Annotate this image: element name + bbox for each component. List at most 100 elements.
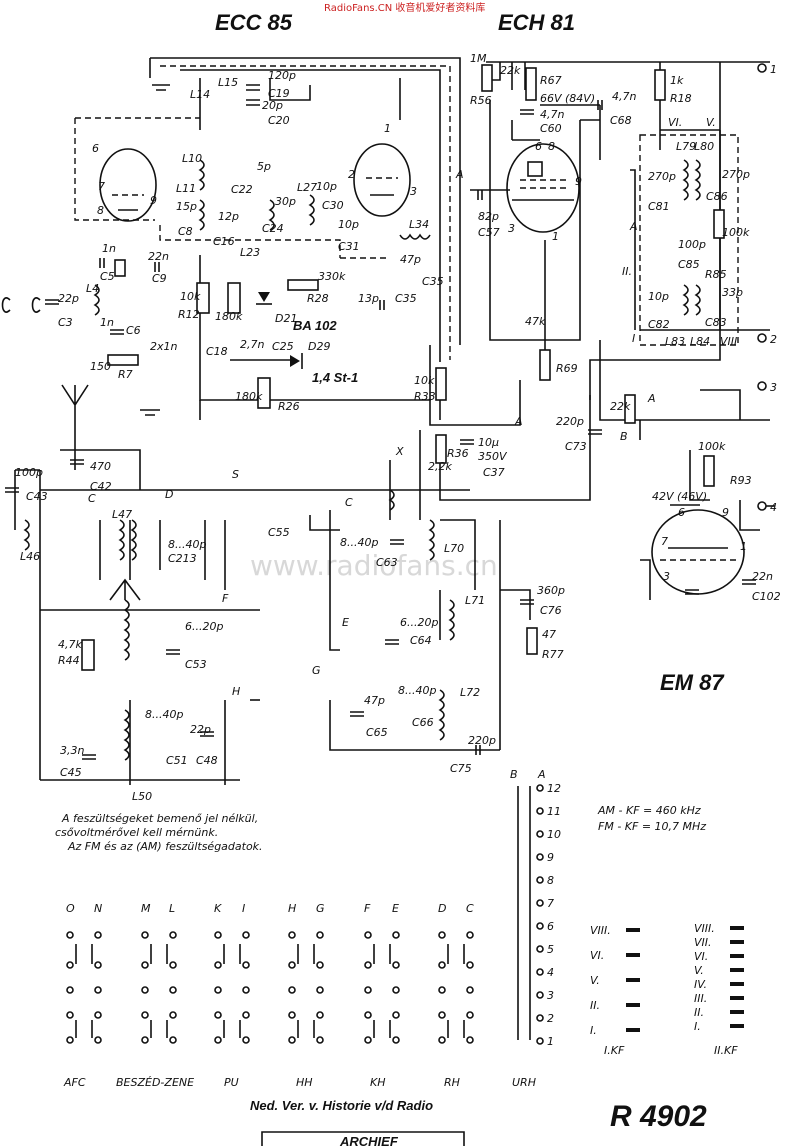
kf-pin xyxy=(730,954,744,958)
kf-pin xyxy=(730,1010,744,1014)
diodes xyxy=(230,292,303,369)
switch-letter: G xyxy=(316,902,325,915)
switch-contact xyxy=(288,931,296,939)
tube-title-ecc85: ECC 85 xyxy=(215,10,293,35)
switch-bar xyxy=(297,944,315,1038)
if-coil-2-markers: VIII.VII.VI.V.IV.III.II.I. xyxy=(694,922,744,1033)
svg-text:B: B xyxy=(510,768,518,781)
svg-text:2,2k: 2,2k xyxy=(428,460,452,473)
kf-pin xyxy=(730,982,744,986)
svg-text:10k: 10k xyxy=(414,374,435,387)
svg-text:100p: 100p xyxy=(678,238,706,251)
switch-letter: N xyxy=(94,902,102,915)
switch-contact xyxy=(242,1011,250,1019)
svg-text:C68: C68 xyxy=(610,114,632,127)
kf-roman: I. xyxy=(590,1024,597,1037)
svg-text:6: 6 xyxy=(678,506,685,519)
kf-pin xyxy=(626,928,640,932)
svg-text:D21: D21 xyxy=(275,312,297,325)
svg-text:5p: 5p xyxy=(257,160,271,173)
svg-text:C55: C55 xyxy=(268,526,290,539)
svg-text:47k: 47k xyxy=(525,315,546,328)
svg-text:C16: C16 xyxy=(213,235,235,248)
svg-text:C45: C45 xyxy=(60,766,82,779)
switch-name: KH xyxy=(370,1076,386,1089)
svg-text:L83: L83 xyxy=(665,335,685,348)
output-terminals: 1 2 3 4 xyxy=(757,63,777,514)
archive-stamp: ARCHIEF xyxy=(339,1134,399,1146)
svg-text:L4: L4 xyxy=(86,282,99,295)
svg-text:1: 1 xyxy=(770,63,777,76)
kf-pin xyxy=(626,1028,640,1032)
svg-text:V.: V. xyxy=(706,116,716,129)
svg-text:H: H xyxy=(232,685,240,698)
svg-text:D29: D29 xyxy=(308,340,330,353)
switch-contact xyxy=(242,1036,250,1044)
switch-contact xyxy=(392,986,400,994)
urh-number: 1 xyxy=(547,1035,554,1048)
svg-text:47p: 47p xyxy=(400,253,421,266)
svg-text:360p: 360p xyxy=(537,584,565,597)
svg-text:350V: 350V xyxy=(478,450,508,463)
urh-contact xyxy=(536,1037,544,1045)
svg-text:42V (46V): 42V (46V) xyxy=(652,490,707,503)
switch-contact xyxy=(169,961,177,969)
svg-text:120p: 120p xyxy=(268,69,296,82)
kf-roman: V. xyxy=(590,974,600,987)
urh-number: 5 xyxy=(547,943,554,956)
tube-ecc85-right: 1 2 3 xyxy=(348,122,417,217)
svg-text:6: 6 xyxy=(92,142,99,155)
svg-text:100k: 100k xyxy=(722,226,750,239)
svg-text:22k: 22k xyxy=(500,64,521,77)
switch-contact xyxy=(316,986,324,994)
svg-text:D: D xyxy=(165,488,173,501)
switch-contact xyxy=(214,961,222,969)
svg-text:C42: C42 xyxy=(90,480,112,493)
switch-letter: I xyxy=(242,902,245,915)
switch-contact xyxy=(141,931,149,939)
switch-contact xyxy=(364,1011,372,1019)
model-number: R 4902 xyxy=(610,1100,707,1133)
switch-contact xyxy=(288,961,296,969)
svg-text:13p: 13p xyxy=(358,292,379,305)
switch-contact xyxy=(392,1011,400,1019)
svg-text:3: 3 xyxy=(508,222,515,235)
kf-roman: II. xyxy=(590,999,600,1012)
switch-bar xyxy=(75,944,93,1038)
svg-text:C25: C25 xyxy=(272,340,294,353)
svg-text:VI.: VI. xyxy=(668,116,682,129)
switch-contact xyxy=(66,961,74,969)
svg-text:47p: 47p xyxy=(364,694,385,707)
urh-number: 3 xyxy=(547,989,554,1002)
switch-contact xyxy=(242,986,250,994)
svg-text:X: X xyxy=(395,445,404,458)
svg-text:C63: C63 xyxy=(376,556,398,569)
urh-contact xyxy=(536,899,544,907)
switch-contact xyxy=(66,986,74,994)
svg-text:C: C xyxy=(88,492,96,505)
switch-contact xyxy=(392,1036,400,1044)
svg-text:8...40p: 8...40p xyxy=(398,684,436,697)
svg-text:A: A xyxy=(629,220,638,233)
svg-text:22k: 22k xyxy=(610,400,631,413)
urh-number: 7 xyxy=(547,897,554,910)
archive-stamp-frame xyxy=(261,1131,465,1146)
kf-pin xyxy=(730,1024,744,1028)
svg-text:3: 3 xyxy=(770,381,777,394)
svg-text:C65: C65 xyxy=(366,726,388,739)
kf-roman: III. xyxy=(694,992,707,1005)
svg-text:82p: 82p xyxy=(478,210,499,223)
switch-name: RH xyxy=(444,1076,460,1089)
switch-contact xyxy=(169,1011,177,1019)
switch-contact xyxy=(364,931,372,939)
capacitors xyxy=(5,84,756,760)
switch-contact xyxy=(466,1036,474,1044)
svg-text:R7: R7 xyxy=(118,368,133,381)
svg-text:C9: C9 xyxy=(152,272,167,285)
switch-contact xyxy=(169,1036,177,1044)
kf-roman: VI. xyxy=(694,950,708,963)
svg-text:10k: 10k xyxy=(180,290,201,303)
switch-contact xyxy=(466,986,474,994)
switch-contact xyxy=(94,931,102,939)
